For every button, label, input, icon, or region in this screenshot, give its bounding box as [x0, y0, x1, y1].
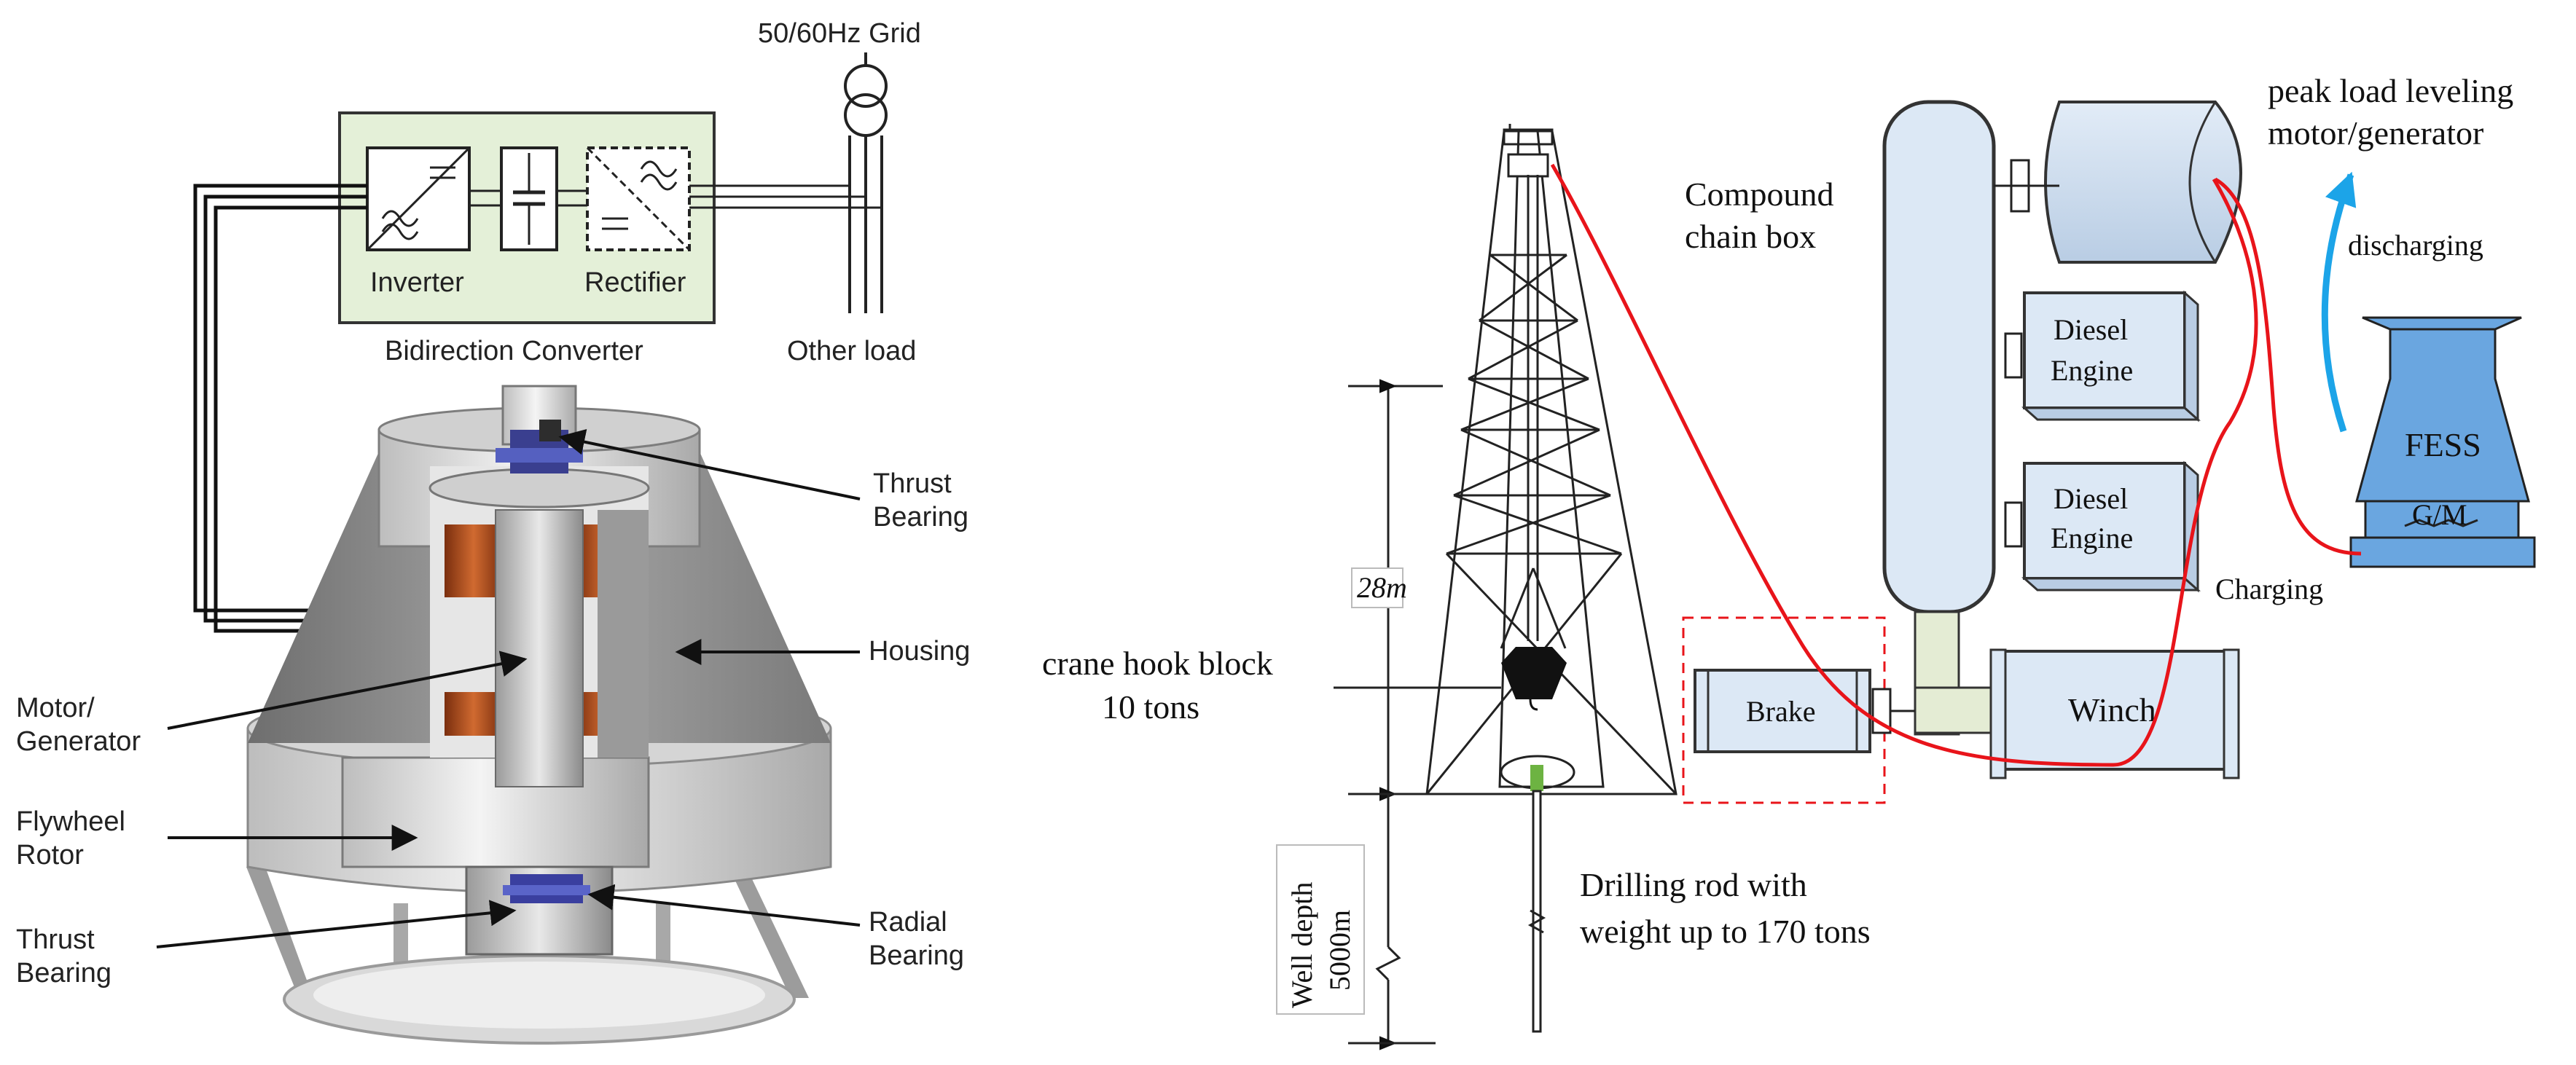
motor-generator-label-2: Generator [16, 726, 141, 757]
brake [1694, 669, 1915, 753]
hook-label-2: 10 tons [1102, 688, 1199, 726]
thrust-bearing-bottom-label-1: Thrust [16, 924, 95, 955]
well-depth-label-1: Well depth [1285, 882, 1318, 1008]
grid-label: 50/60Hz Grid [758, 18, 921, 49]
charging-label: Charging [2215, 573, 2323, 605]
radial-bearing-label-2: Bearing [869, 940, 964, 971]
converter-bus-lines [469, 184, 882, 209]
derrick-icon [1425, 124, 1677, 795]
drilling-rod-label-1: Drilling rod with [1580, 866, 1807, 903]
flywheel-rotor-label-1: Flywheel [16, 806, 125, 837]
diesel-engine-1-label-2: Engine [2051, 354, 2133, 387]
thrust-bearing-bottom-label-2: Bearing [16, 958, 111, 989]
brake-label: Brake [1746, 695, 1816, 728]
drilling-rod-label-2: weight up to 170 tons [1580, 913, 1871, 950]
fess-label: FESS [2405, 426, 2481, 463]
height-label: 28m [1357, 571, 1407, 604]
height-label-box [1351, 567, 1404, 608]
housing-label: Housing [869, 636, 970, 667]
flywheel-system-panel: 50/60Hz Grid [16, 18, 970, 1045]
well-depth-label: Well depth 5000m [1276, 844, 1365, 1015]
leader-lines [156, 428, 861, 948]
diesel-engine-2-label-1: Diesel [2054, 482, 2128, 515]
drilling-rig-panel: 28m crane hook block 10 tons Well depth … [1042, 72, 2536, 1050]
discharging-label: discharging [2348, 229, 2483, 262]
compound-chain-box-label-2: chain box [1685, 218, 1816, 255]
peak-motor-generator [1994, 101, 2242, 264]
crane-hook-block-icon [1501, 647, 1567, 699]
capacitor-icon [500, 146, 558, 251]
diesel-engine-1-label-1: Diesel [2054, 313, 2128, 346]
hook-icon [1529, 699, 1538, 711]
diesel-engine-1 [2004, 290, 2201, 423]
compound-chain-box-label-1: Compound [1685, 176, 1833, 213]
grid-transformer-icon [844, 52, 888, 313]
inverter-label: Inverter [370, 267, 464, 298]
discharging-arrow-icon [2321, 171, 2357, 433]
drilling-rod-icon [1527, 765, 1546, 1033]
peak-label-1: peak load leveling [2268, 72, 2513, 109]
winch-label: Winch [2068, 691, 2156, 728]
flywheel-rotor-label-2: Rotor [16, 840, 84, 871]
thrust-bearing-top-label-2: Bearing [873, 502, 968, 532]
converter-label: Bidirection Converter [385, 336, 643, 366]
other-load-label: Other load [787, 336, 916, 366]
flywheel-cutaway [246, 385, 832, 1045]
diesel-engine-2 [2004, 460, 2201, 593]
motor-generator-label-1: Motor/ [16, 693, 95, 723]
winch [1989, 648, 2240, 779]
thrust-bearing-top-label-1: Thrust [873, 468, 952, 499]
well-depth-label-2: 5000m [1323, 910, 1356, 991]
rectifier-label: Rectifier [584, 267, 686, 298]
compound-chain-box [1882, 100, 1996, 614]
hook-label-1: crane hook block [1042, 645, 1273, 682]
peak-label-2: motor/generator [2268, 114, 2483, 152]
shaft-coupling [1914, 686, 1997, 734]
diesel-engine-2-label-2: Engine [2051, 522, 2133, 554]
power-transfer-line [1550, 163, 2362, 767]
inverter-icon [366, 146, 471, 251]
fess-unit [2349, 316, 2536, 568]
bottom-bearing-icon [465, 865, 614, 956]
radial-bearing-label-1: Radial [869, 907, 947, 938]
rectifier-icon [586, 146, 691, 251]
gm-label: G/M [2412, 498, 2467, 531]
